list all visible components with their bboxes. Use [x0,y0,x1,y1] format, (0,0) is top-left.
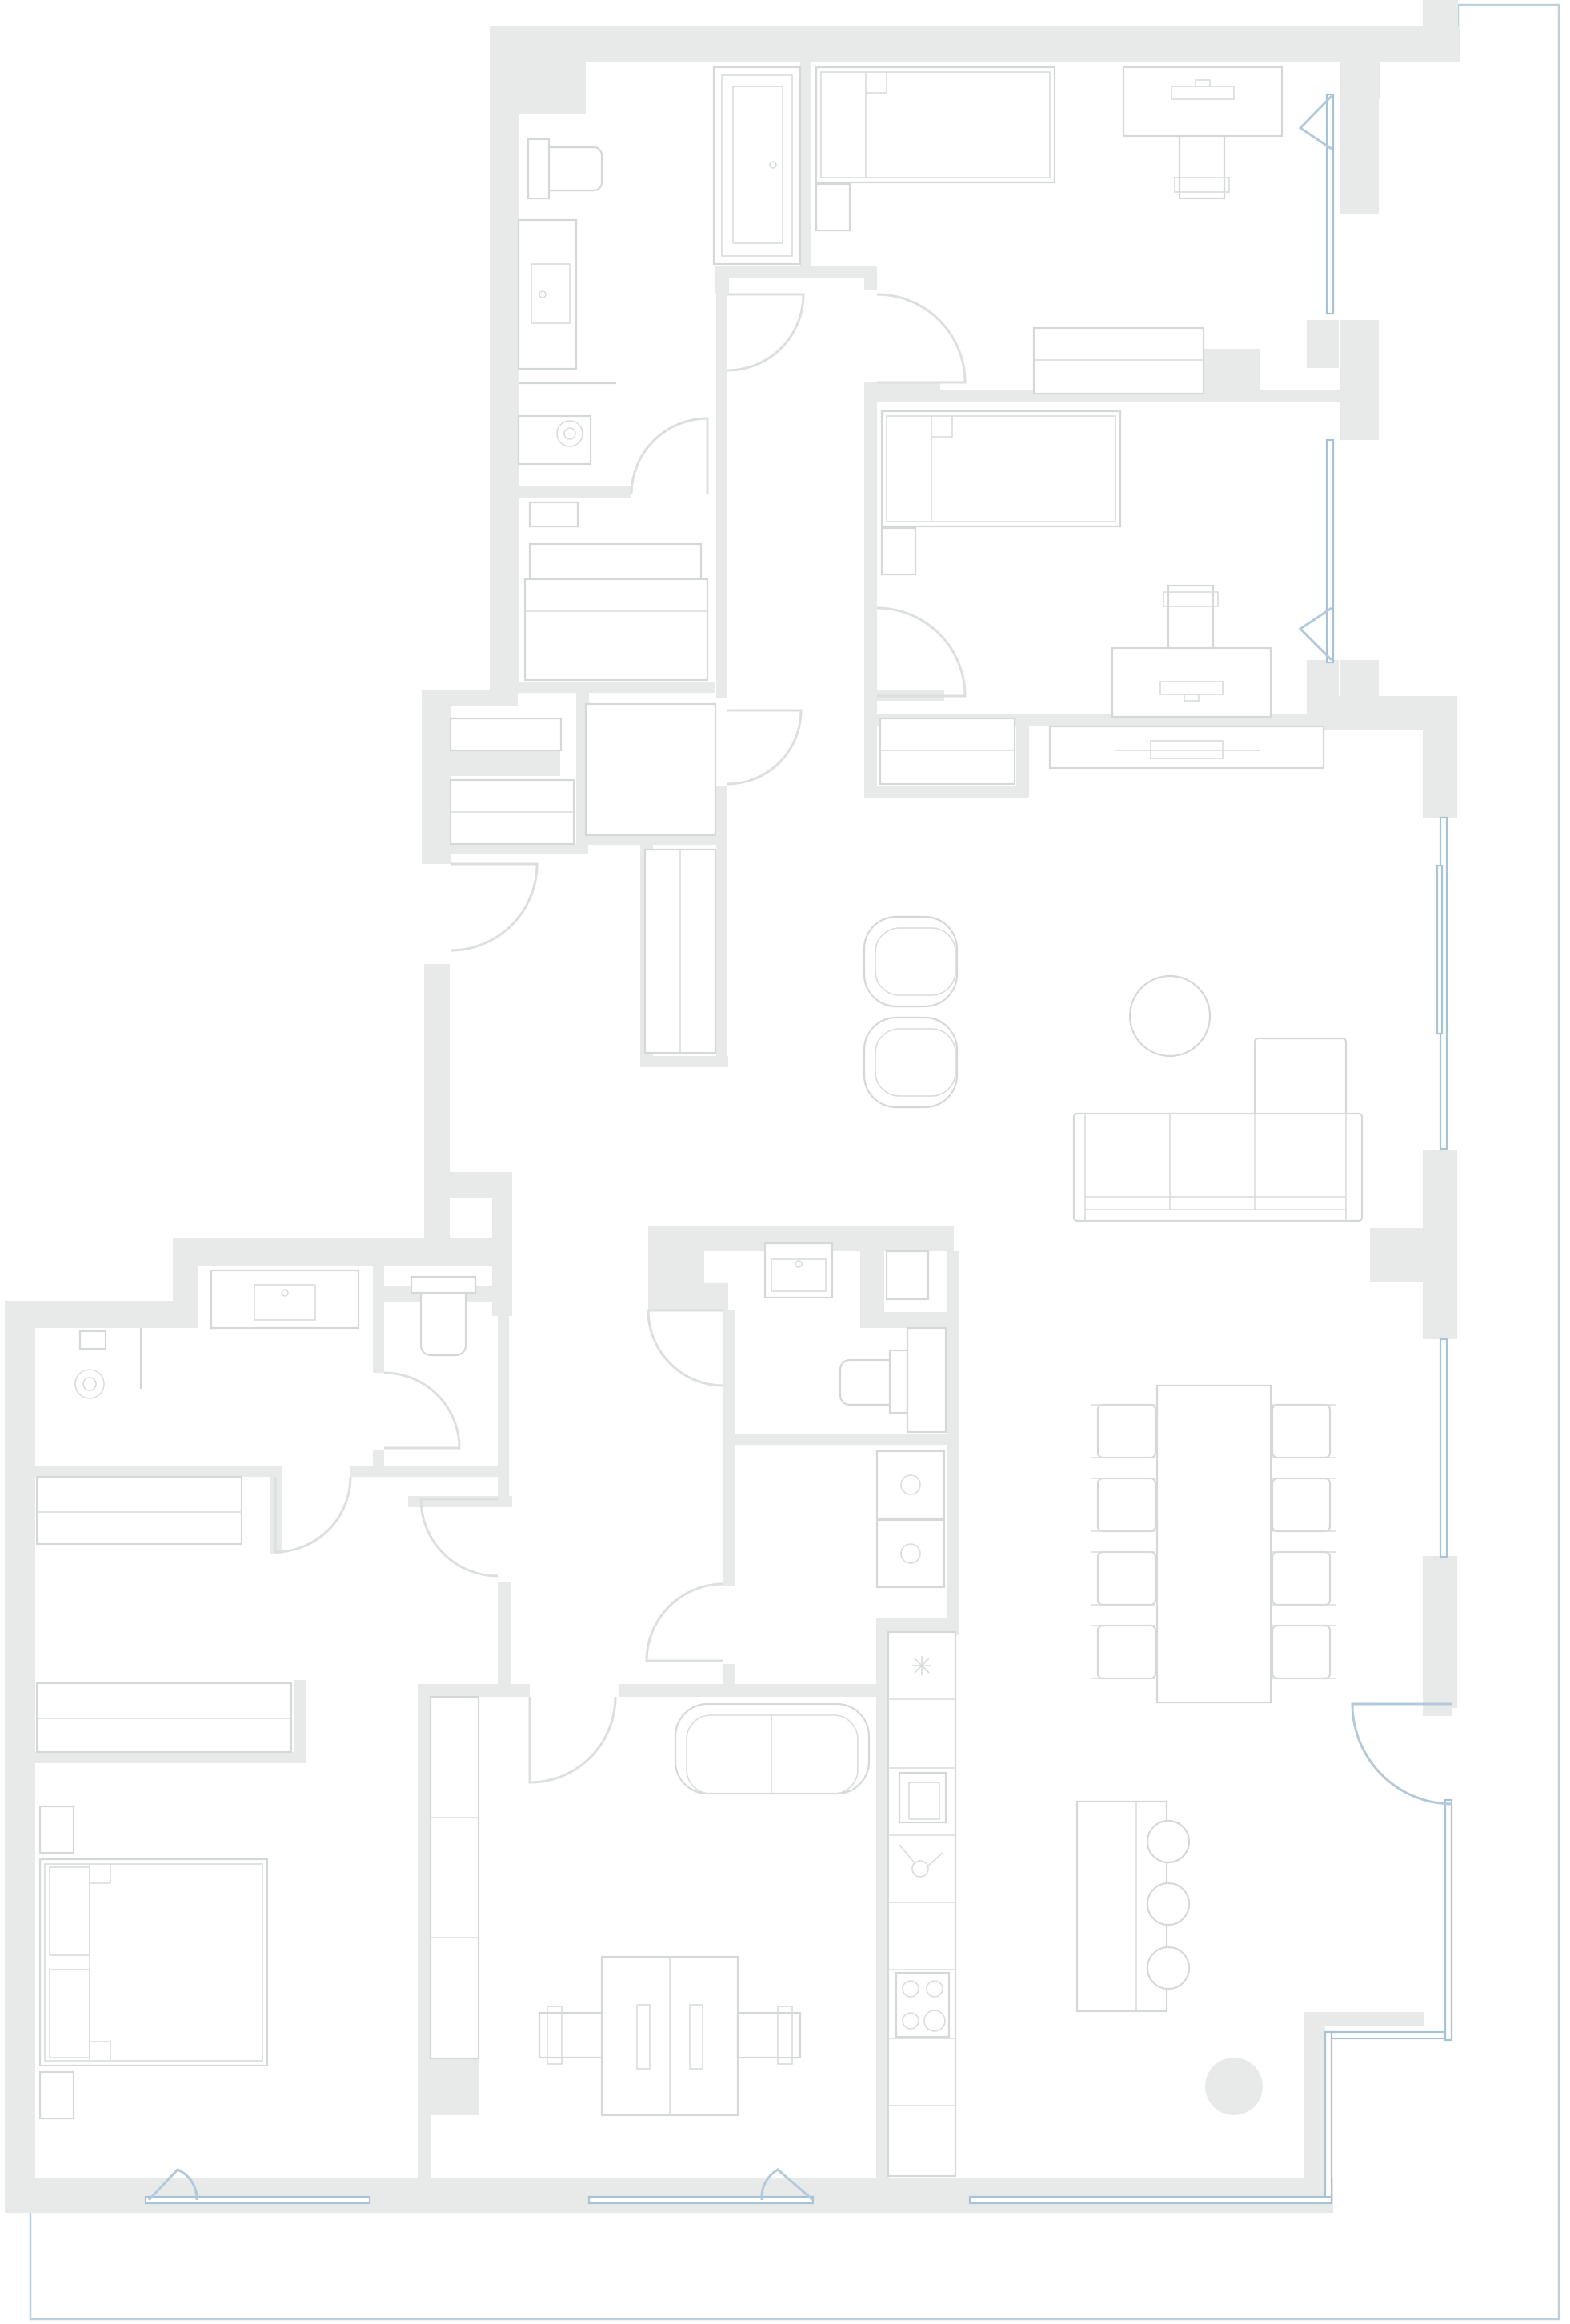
wardrobe [35,1475,243,1546]
chair [1167,584,1215,650]
chair [1271,1624,1332,1680]
chair [736,2011,802,2059]
double-vanity [210,1269,360,1330]
chair [1096,1477,1157,1533]
cabinet [449,717,563,752]
nightstand [815,182,851,232]
bar-stool [1146,1819,1191,1864]
wardrobe [1032,326,1205,395]
single-bed [815,66,1056,184]
counter [523,578,709,682]
bed-storage [528,542,703,581]
chair [1096,1550,1157,1606]
chair [1178,134,1226,200]
windows [144,93,1453,2205]
toilet [839,1358,898,1406]
sofa [674,1702,871,1795]
sink [898,1771,947,1824]
wardrobe [35,1682,293,1754]
utility [875,1450,946,1589]
bedroom-top-1 [815,66,1284,395]
bookshelf [429,1695,480,2060]
shower [517,414,592,466]
nightstand [38,2070,75,2120]
dryer [875,1518,946,1589]
plant [1205,2058,1263,2115]
bar-stool [1146,1946,1191,1990]
vanity-sink [517,218,578,370]
chair [1096,1403,1157,1459]
chair [1271,1550,1332,1606]
dining-chairs-right [1271,1403,1332,1680]
bathtub [712,66,802,266]
laundry [449,702,717,846]
nightstand [880,526,917,576]
desk [1111,646,1272,718]
fridge [912,1656,931,1675]
sink [763,1242,834,1299]
single-bed [880,410,1122,528]
living-room [863,725,1364,1222]
tv-console [1048,725,1325,770]
chair [538,2011,603,2059]
hallway [643,848,717,1054]
chair [1096,1624,1157,1680]
bar-stool [1146,1882,1191,1926]
kitchen-counter [887,1630,957,2178]
armchair [863,915,959,1008]
washer [875,1450,946,1520]
cabinet [885,1250,930,1301]
master-bedroom [35,1475,293,2120]
nightstand [38,1805,75,1854]
dining-chairs-left [1096,1403,1157,1680]
armchair [863,1016,959,1109]
coffee-table [1128,974,1212,1058]
bedroom-top-2 [879,410,1272,786]
chair [1271,1477,1332,1533]
dining-table [1155,1384,1272,1704]
desk [1122,66,1284,138]
study [429,1695,871,2117]
doors [147,94,1453,2202]
chair [1271,1403,1332,1459]
wardrobe [879,717,1016,786]
kitchen [887,1630,1263,2178]
dishwasher [899,1844,943,1878]
cooktop [895,1971,951,2038]
double-bed [38,1858,269,2067]
bathroom-master [74,1269,477,1399]
cabinet [528,501,579,528]
dining-area [1091,1384,1336,1704]
walls [5,0,1460,2213]
guest-toilet [763,1242,947,1434]
shower [78,1330,107,1350]
bathroom-top [517,66,802,682]
